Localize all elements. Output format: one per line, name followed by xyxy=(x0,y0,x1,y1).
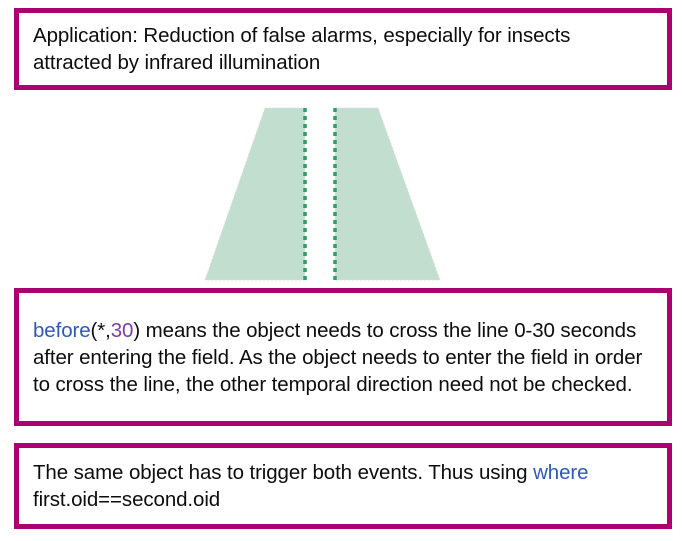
before-explanation-rest: means the object needs to cross the line… xyxy=(33,318,643,396)
code-expression-oid: first.oid==second.oid xyxy=(33,488,221,511)
callout-box-where-explanation: The same object has to trigger both even… xyxy=(14,443,672,529)
code-args-open: (*, xyxy=(90,318,111,342)
where-explanation-text: The same object has to trigger both even… xyxy=(19,459,667,513)
left-field-polygon xyxy=(204,107,306,281)
right-field-polygon xyxy=(334,107,441,281)
code-keyword-where: where xyxy=(533,461,589,484)
callout-box-before-explanation: before(*,30) means the object needs to c… xyxy=(14,288,672,426)
before-explanation-text: before(*,30) means the object needs to c… xyxy=(19,317,667,398)
callout-box-application: Application: Reduction of false alarms, … xyxy=(14,8,672,90)
code-keyword-before: before xyxy=(33,318,91,342)
application-text: Application: Reduction of false alarms, … xyxy=(33,24,571,74)
code-args-close: ) xyxy=(133,318,141,342)
code-number-30: 30 xyxy=(110,318,134,342)
where-explanation-line1: The same object has to trigger both even… xyxy=(33,461,534,484)
field-of-view-diagram xyxy=(195,100,455,290)
